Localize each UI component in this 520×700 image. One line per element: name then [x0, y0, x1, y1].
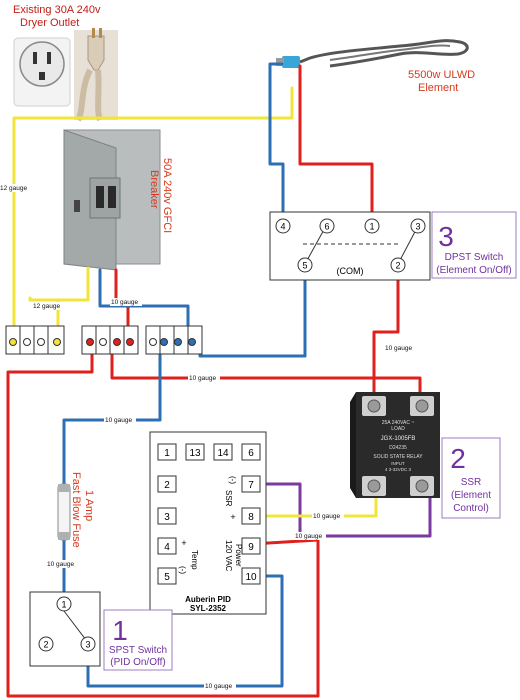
- dpst-caption-line1: DPST Switch: [445, 252, 504, 263]
- outlet-label-line1: Existing 30A 240v: [13, 4, 101, 16]
- spst-callout: [103, 609, 173, 671]
- gauge-label-10-bottom: 10 gauge: [205, 683, 232, 690]
- wire-blue-element: [268, 62, 285, 228]
- pid-terminal-13: 13: [189, 448, 201, 459]
- spst-caption-line1: SPST Switch: [109, 645, 167, 656]
- breaker-label-line2: Breaker: [148, 170, 160, 209]
- pid-terminal-8: 8: [248, 512, 254, 523]
- pid-power-label: Power: [234, 544, 243, 567]
- ssr-caption-line1: SSR: [461, 477, 482, 488]
- terminal-bar-neutral: [145, 325, 203, 355]
- pid-ssr-plus: +: [230, 512, 235, 522]
- pid-ssr-minus: (-): [228, 476, 237, 484]
- ssr-caption-line2: (Element: [451, 490, 491, 501]
- wire-yellow-breaker: [56, 266, 90, 302]
- ssr-number: 2: [450, 443, 466, 474]
- ssr-face-load-rating: 25A 240VAC ~: [382, 420, 415, 426]
- spst-terminal-1: 1: [61, 600, 66, 610]
- pid-terminal-4: 4: [164, 542, 170, 553]
- gauge-label-10-ssr-in1: 10 gauge: [313, 513, 340, 520]
- fuse-label-line2: Fast Blow Fuse: [70, 472, 82, 548]
- dpst-switch: [269, 211, 431, 281]
- spst-switch: [29, 591, 101, 667]
- pid-temp-minus: (-): [178, 566, 187, 574]
- ssr-face-code: D24235: [389, 445, 407, 451]
- wire-red-dpst-ssr: [372, 263, 400, 406]
- dpst-terminal-5: 5: [302, 261, 307, 271]
- element-label-line1: 5500w ULWD: [408, 69, 475, 81]
- wire-yellow-outlet-2: [28, 296, 60, 344]
- pid-terminal-3: 3: [164, 512, 170, 523]
- dryer-outlet-photo: [13, 28, 118, 122]
- outlet-label-line2: Dryer Outlet: [20, 17, 79, 29]
- dpst-terminal-6: 6: [324, 222, 329, 232]
- gauge-label-10-ssr-top: 10 gauge: [189, 375, 216, 382]
- dpst-terminal-3: 3: [415, 222, 420, 232]
- spst-terminal-2: 2: [43, 640, 48, 650]
- pid-terminal-14: 14: [217, 448, 229, 459]
- ssr-face-title: SOLID STATE RELAY: [373, 454, 423, 460]
- gauge-label-10-fuse: 10 gauge: [105, 417, 132, 424]
- dpst-terminal-4: 4: [280, 222, 285, 232]
- spst-number: 1: [112, 615, 128, 646]
- pid-name-line1: Auberin PID: [185, 595, 231, 604]
- ssr-face-input-range: 4 3-32VDC 3: [385, 467, 412, 472]
- pid-power-voltage: 120 VAC: [224, 540, 233, 572]
- spst-caption-line2: (PID On/Off): [110, 657, 165, 668]
- ssr-relay: [350, 392, 440, 498]
- pid-terminal-6: 6: [248, 448, 254, 459]
- pid-terminal-5: 5: [164, 572, 170, 583]
- gauge-label-12-bottom: 12 gauge: [33, 303, 60, 310]
- wire-red-element: [298, 64, 374, 228]
- dpst-caption-line2: (Element On/Off): [436, 265, 511, 276]
- ssr-callout: [441, 437, 501, 519]
- fuse-body: [57, 483, 71, 541]
- dpst-callout: [431, 211, 517, 279]
- pid-controller: [149, 431, 267, 615]
- breaker-label-line1: 50A 240v GFCI: [161, 158, 173, 233]
- gfci-breaker-box: [63, 129, 161, 271]
- wires: [6, 62, 432, 698]
- ssr-face-input: INPUT: [391, 461, 405, 466]
- pid-terminal-7: 7: [248, 480, 254, 491]
- dpst-number: 3: [438, 221, 454, 252]
- gauge-labels: 12 gauge 12 gauge 10 gauge 10 gauge 10 g…: [0, 184, 416, 690]
- wire-yellow-outlet: [12, 86, 294, 344]
- pid-terminal-9: 9: [248, 542, 254, 553]
- ssr-face-load: LOAD: [391, 426, 405, 432]
- wire-red-ssr-load: [110, 340, 422, 406]
- gauge-label-12-left: 12 gauge: [0, 185, 27, 192]
- gauge-label-10-breaker: 10 gauge: [111, 299, 138, 306]
- pid-terminal-1: 1: [164, 448, 170, 459]
- fuse-label-line1: 1 Amp: [83, 490, 95, 521]
- terminal-bar-hot: [81, 325, 139, 355]
- spst-terminal-3: 3: [85, 640, 90, 650]
- dpst-terminal-2: 2: [395, 261, 400, 271]
- terminal-bar-left: [5, 325, 65, 355]
- ssr-face-model: JGX-1005FB: [381, 436, 416, 442]
- gauge-label-10-fuse-bottom: 10 gauge: [47, 561, 74, 568]
- gauge-label-10-dpst: 10 gauge: [385, 345, 412, 352]
- dpst-terminal-1: 1: [369, 222, 374, 232]
- wire-blue-breaker: [98, 268, 190, 344]
- pid-terminal-2: 2: [164, 480, 170, 491]
- gauge-label-10-ssr-in2: 10 gauge: [295, 533, 322, 540]
- pid-ssr-label: SSR: [224, 490, 233, 507]
- heating-element-photo: [276, 39, 469, 68]
- element-label-line2: Element: [418, 82, 458, 94]
- pid-temp-plus: +: [181, 538, 186, 548]
- wire-blue-spst-pid: [86, 574, 284, 688]
- ssr-caption-line3: Control): [453, 503, 489, 514]
- dpst-com-label: (COM): [337, 266, 364, 276]
- pid-terminal-10: 10: [245, 572, 257, 583]
- pid-name-line2: SYL-2352: [190, 604, 227, 613]
- pid-temp-label: Temp: [190, 550, 199, 570]
